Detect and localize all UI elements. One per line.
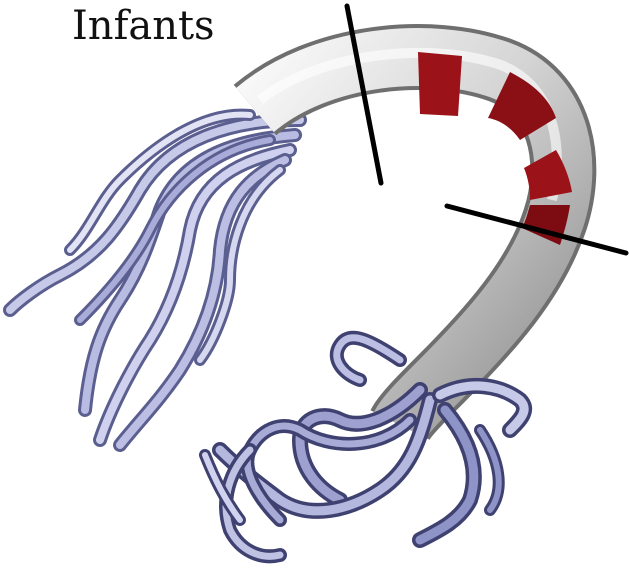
aortic-arch-tube — [255, 52, 572, 425]
fiber-bundle-upper-left — [10, 115, 300, 445]
